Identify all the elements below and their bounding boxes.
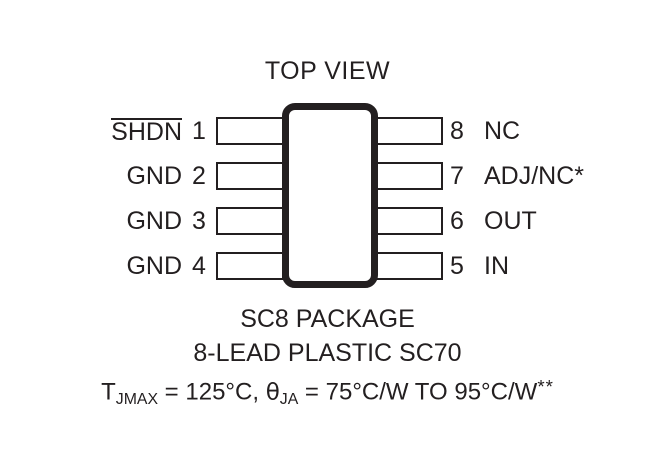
pin-name-1-text: SHDN [111, 117, 182, 146]
pin-lead-2 [216, 162, 284, 190]
pin-name-2: GND [126, 162, 182, 190]
pin-lead-6 [375, 207, 443, 235]
theta-subscript: JA [279, 390, 299, 408]
pin-lead-5 [375, 252, 443, 280]
pin-name-7: ADJ/NC* [484, 162, 585, 190]
pin-number-4: 4 [192, 252, 206, 280]
package-drawing: SHDN GND GND GND 1 2 3 4 8 7 6 5 NC ADJ/… [60, 103, 585, 288]
pin-number-5: 5 [450, 252, 464, 280]
thermal-spec-caption: TJMAX = 125°C, θJA = 75°C/W TO 95°C/W** [0, 376, 655, 409]
pin-name-5: IN [484, 252, 509, 280]
pin-name-6: OUT [484, 207, 537, 235]
pin-lead-7 [375, 162, 443, 190]
tjmax-value: = 125°C, [158, 378, 266, 406]
package-description-caption: 8-LEAD PLASTIC SC70 [193, 339, 462, 367]
tjmax-subscript: JMAX [115, 390, 159, 408]
pin-lead-8 [375, 117, 443, 145]
pin-number-7: 7 [450, 162, 464, 190]
pin-number-3: 3 [192, 207, 206, 235]
pin-lead-4 [216, 252, 284, 280]
package-body-outline [282, 103, 378, 288]
pin-number-8: 8 [450, 117, 464, 145]
page-title: TOP VIEW [264, 57, 391, 85]
footnote-marker: ** [537, 376, 554, 397]
theta-value: = 75°C/W TO 95°C/W [298, 378, 538, 406]
pin-number-2: 2 [192, 162, 206, 190]
pin-name-3: GND [126, 207, 182, 235]
pin-number-6: 6 [450, 207, 464, 235]
package-name-caption: SC8 PACKAGE [240, 305, 415, 333]
pin-name-4: GND [126, 252, 182, 280]
theta-symbol: θ [265, 379, 280, 406]
pin-lead-1 [216, 117, 284, 145]
pin-name-8: NC [484, 117, 521, 145]
pin-lead-3 [216, 207, 284, 235]
pin-number-1: 1 [192, 117, 206, 145]
pin-name-1: SHDN [60, 117, 182, 146]
tjmax-symbol: T [101, 378, 116, 406]
